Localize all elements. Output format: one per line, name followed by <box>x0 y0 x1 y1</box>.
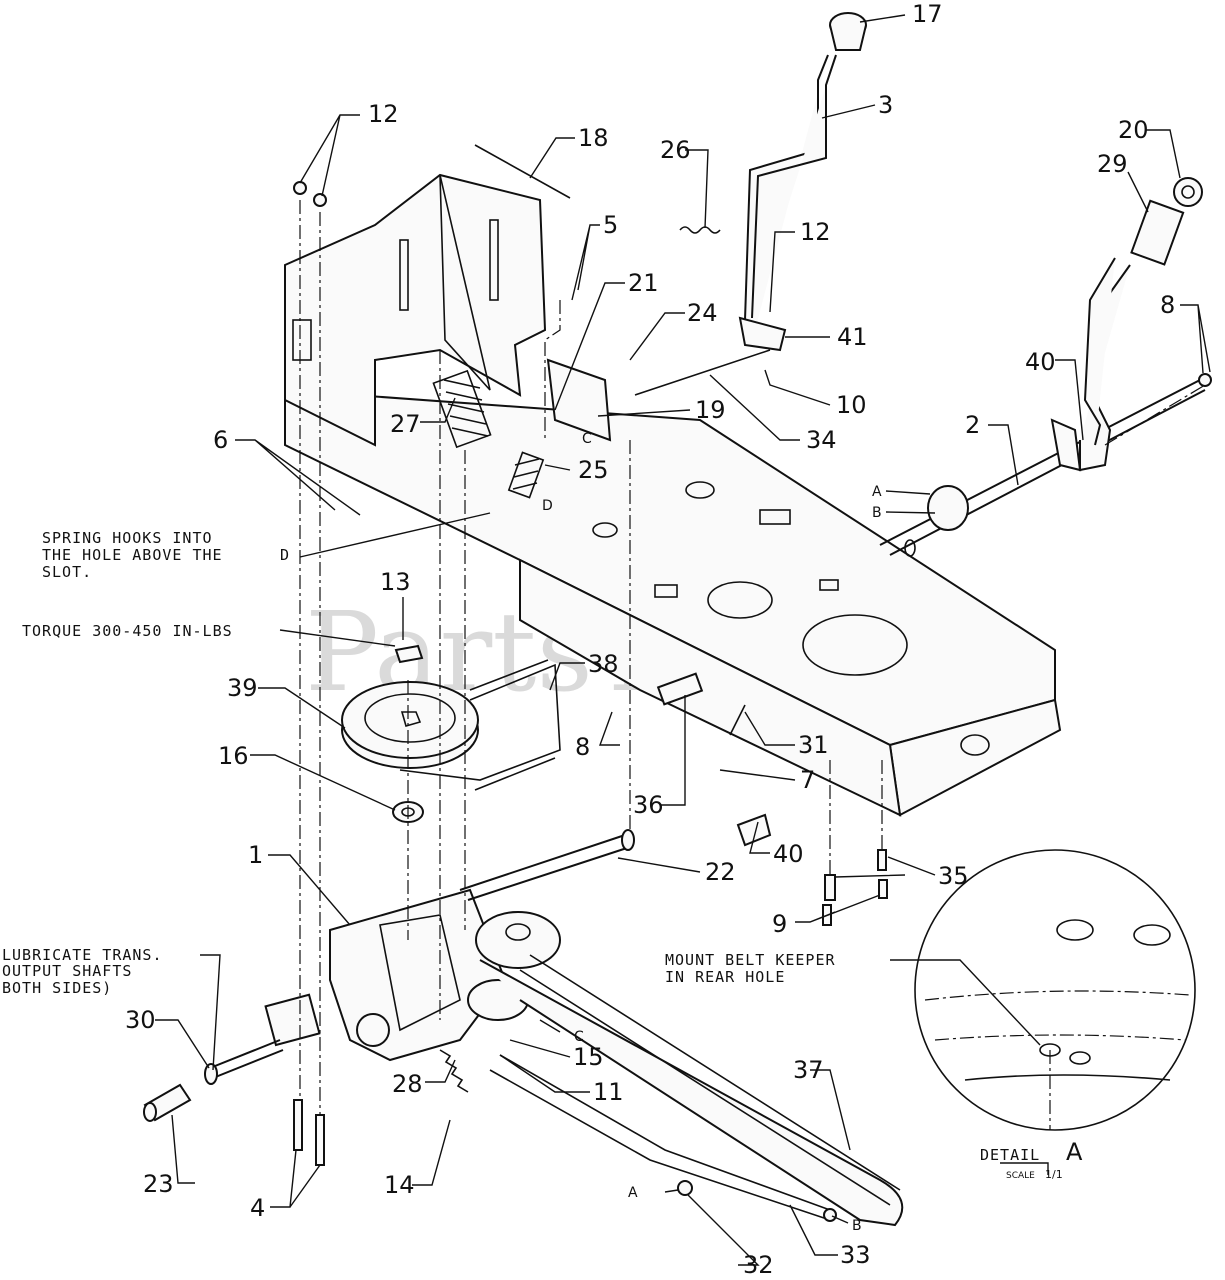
pedal-shaft-assembly <box>879 177 1212 557</box>
rod-18 <box>474 144 571 199</box>
ref-b-lower: B <box>852 1218 862 1234</box>
callout-24: 24 <box>687 299 718 327</box>
detail-a-view <box>914 849 1196 1131</box>
callout-8b: 8 <box>575 733 590 761</box>
nut-13 <box>394 644 424 664</box>
callout-39: 39 <box>227 674 258 702</box>
detail-label: DETAIL A SCALE 1/1 <box>980 1138 1083 1181</box>
callout-16: 16 <box>218 742 249 770</box>
callout-17: 17 <box>912 0 943 28</box>
svg-text:OUTPUT SHAFTS: OUTPUT SHAFTS <box>2 962 132 980</box>
callout-38: 38 <box>588 650 619 678</box>
callout-32: 32 <box>743 1251 774 1279</box>
spring-25 <box>507 451 545 499</box>
callout-40b: 40 <box>773 840 804 868</box>
note-torque: TORQUE 300-450 IN-LBS <box>22 622 233 640</box>
callout-19: 19 <box>695 396 726 424</box>
detail-scale-value: 1/1 <box>1045 1168 1063 1181</box>
callout-37: 37 <box>793 1056 824 1084</box>
callout-23: 23 <box>143 1170 174 1198</box>
ref-a-lower: A <box>628 1185 638 1201</box>
alignment-lines <box>299 200 1206 1115</box>
detail-letter: A <box>1066 1138 1083 1166</box>
pulley-39 <box>341 681 479 769</box>
callout-5: 5 <box>603 211 618 239</box>
ref-c-lower: C <box>574 1029 584 1045</box>
note-lubricate: LUBRICATE TRANS. OUTPUT SHAFTS BOTH SIDE… <box>2 946 163 997</box>
callout-11: 11 <box>593 1078 624 1106</box>
callout-40a: 40 <box>1025 348 1056 376</box>
callout-3: 3 <box>878 91 893 119</box>
callout-12b: 12 <box>800 218 831 246</box>
belt-38 <box>399 663 561 781</box>
bolts-4 <box>293 1099 325 1166</box>
callout-27: 27 <box>390 410 421 438</box>
callout-28: 28 <box>392 1070 423 1098</box>
callout-18: 18 <box>578 124 609 152</box>
nuts-12-upper <box>293 181 327 207</box>
callout-20: 20 <box>1118 116 1149 144</box>
tube-23 <box>143 1083 192 1122</box>
callout-36: 36 <box>633 791 664 819</box>
detail-scale-label: SCALE <box>1006 1171 1035 1181</box>
callout-14: 14 <box>384 1171 415 1199</box>
callout-9: 9 <box>772 910 787 938</box>
svg-text:MOUNT BELT KEEPER: MOUNT BELT KEEPER <box>665 951 836 969</box>
callout-35: 35 <box>938 862 969 890</box>
axle-22 <box>459 834 634 901</box>
spring-27 <box>432 369 492 449</box>
leader-lines <box>155 14 1211 1266</box>
ref-d-upper: D <box>542 498 553 514</box>
callout-33: 33 <box>840 1241 871 1269</box>
svg-text:SLOT.: SLOT. <box>42 563 92 581</box>
svg-text:SPRING HOOKS INTO: SPRING HOOKS INTO <box>42 529 213 547</box>
svg-text:IN REAR HOLE: IN REAR HOLE <box>665 968 785 986</box>
svg-text:LUBRICATE TRANS.: LUBRICATE TRANS. <box>2 946 163 964</box>
callout-7: 7 <box>800 766 815 794</box>
callout-2: 2 <box>965 411 980 439</box>
callout-30: 30 <box>125 1006 156 1034</box>
callout-1: 1 <box>248 841 263 869</box>
ref-a-shaft: A <box>872 484 882 500</box>
callout-15: 15 <box>573 1043 604 1071</box>
frame-assembly <box>284 388 1062 817</box>
callout-4: 4 <box>250 1194 265 1222</box>
callout-22: 22 <box>705 858 736 886</box>
callout-26: 26 <box>660 136 691 164</box>
pin-31 <box>729 704 746 736</box>
spring-28 <box>439 1049 469 1093</box>
callout-34: 34 <box>806 426 837 454</box>
reference-letters: A B C D C A B <box>542 431 882 1234</box>
rear-seat-bracket <box>284 173 547 447</box>
svg-text:THE HOLE ABOVE THE: THE HOLE ABOVE THE <box>42 546 223 564</box>
ref-b-shaft: B <box>872 505 882 521</box>
callout-25: 25 <box>578 456 609 484</box>
note-spring-hooks: SPRING HOOKS INTO THE HOLE ABOVE THE SLO… <box>42 529 290 581</box>
shift-lever-assembly <box>634 12 867 396</box>
svg-text:D: D <box>280 546 290 564</box>
callout-41: 41 <box>837 323 868 351</box>
side-bracket-plate <box>546 358 612 442</box>
belt-37 <box>479 954 904 1227</box>
callout-10: 10 <box>836 391 867 419</box>
plate-40-lower <box>736 813 772 847</box>
callout-31: 31 <box>798 731 829 759</box>
transaxle-1 <box>204 888 507 1085</box>
callout-12a: 12 <box>368 100 399 128</box>
callout-numbers: 17 3 12 18 26 20 29 5 12 21 8 24 41 40 1… <box>125 0 1175 1279</box>
pin-36 <box>656 672 704 706</box>
idler-bracket-33 <box>489 1054 831 1221</box>
callout-13: 13 <box>380 568 411 596</box>
callout-21: 21 <box>628 269 659 297</box>
svg-text:BOTH SIDES): BOTH SIDES) <box>2 979 112 997</box>
drive-pulley <box>467 911 561 1021</box>
detail-text: DETAIL <box>980 1146 1040 1164</box>
callout-8a: 8 <box>1160 291 1175 319</box>
callout-29: 29 <box>1097 150 1128 178</box>
callout-6: 6 <box>213 426 228 454</box>
ref-c-upper: C <box>582 431 592 447</box>
note-belt-keeper: MOUNT BELT KEEPER IN REAR HOLE <box>665 951 836 986</box>
spring-26 <box>679 226 721 234</box>
